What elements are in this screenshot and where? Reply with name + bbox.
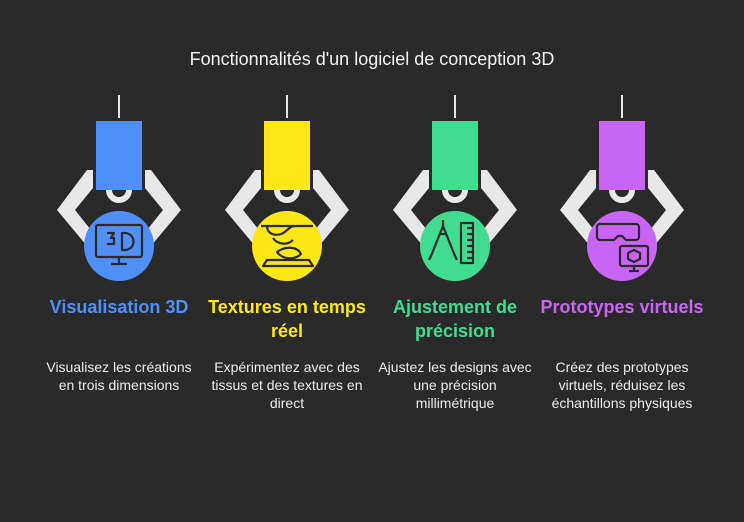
3d-monitor-icon <box>94 223 144 266</box>
claw-body <box>599 121 645 190</box>
page-title: Fonctionnalités d'un logiciel de concept… <box>189 49 555 69</box>
feature-heading: Prototypes virtuels <box>540 297 704 317</box>
feature-description: Visualisez les créations en trois dimens… <box>46 359 192 393</box>
icon-circle <box>252 211 322 281</box>
claw-right-arm <box>307 170 349 246</box>
claw-graphic <box>560 95 684 281</box>
claw-left-arm <box>393 170 435 246</box>
feature-heading: Ajustement de précision <box>392 297 518 341</box>
claw-right-arm <box>642 170 684 246</box>
claw-body <box>264 121 310 190</box>
claw-graphic <box>57 95 181 281</box>
feature-heading: Visualisation 3D <box>49 297 189 317</box>
claw-left-arm <box>57 170 99 246</box>
claw-right-arm <box>475 170 517 246</box>
claw-right-arm <box>139 170 181 246</box>
feature-heading: Textures en temps réel <box>208 297 366 341</box>
claw-body <box>432 121 478 190</box>
feature-description: Expérimentez avec des tissus et des text… <box>211 359 363 411</box>
feature-description: Créez des prototypes virtuels, réduisez … <box>551 359 693 411</box>
vr-prototype-icon <box>595 222 650 273</box>
claw-body <box>96 121 142 190</box>
feature-description: Ajustez les designs avec une précision m… <box>378 359 532 411</box>
icon-circle <box>84 211 154 281</box>
claw-left-arm <box>560 170 602 246</box>
claw-graphic <box>393 95 517 281</box>
fabric-texture-icon <box>261 224 315 268</box>
compass-ruler-icon <box>428 220 475 265</box>
claw-left-arm <box>225 170 267 246</box>
icon-circle <box>420 211 490 281</box>
claw-graphic <box>225 95 349 281</box>
